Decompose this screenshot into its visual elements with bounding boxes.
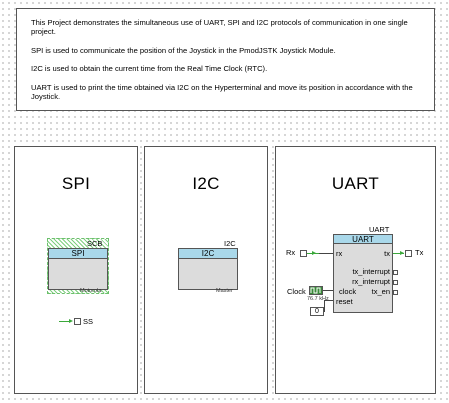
- rx-pin-icon[interactable]: [300, 250, 307, 257]
- uart-panel-title: UART: [331, 174, 380, 193]
- rx-arrow-icon: [312, 251, 316, 255]
- project-description-note[interactable]: This Project demonstrates the simultaneo…: [16, 8, 435, 111]
- clock-source-icon[interactable]: [309, 286, 323, 295]
- reset-wire-horizontal: [324, 300, 333, 301]
- ss-arrow-icon: [69, 319, 73, 323]
- description-line-2: SPI is used to communicate the position …: [31, 45, 336, 55]
- uart-component-body: [333, 243, 393, 313]
- i2c-mode-label: Master: [216, 288, 233, 294]
- ss-pin-icon: [74, 318, 81, 325]
- spi-component-body: [48, 258, 108, 290]
- uart-port-tx: tx: [384, 249, 390, 258]
- description-line-3: I2C is used to obtain the current time f…: [31, 64, 268, 74]
- i2c-panel[interactable]: I2C I2C I2C Master: [144, 146, 268, 394]
- rx-wire: [319, 253, 333, 254]
- ss-pin-label: SS: [83, 317, 94, 326]
- ss-wire: [59, 321, 69, 322]
- clock-wire: [323, 290, 333, 291]
- clock-frequency-label: 76.7 kHz: [307, 296, 329, 302]
- uart-component[interactable]: UART rx tx tx_interrupt rx_interrupt clo…: [333, 234, 393, 313]
- scb-instance-label: SCB: [87, 239, 103, 248]
- clock-source-label: Clock: [287, 287, 306, 296]
- tx-pin-label: Tx: [415, 248, 424, 257]
- i2c-component[interactable]: I2C: [178, 248, 238, 292]
- spi-panel-title: SPI: [61, 174, 91, 193]
- spi-mode-label: Motorola: [80, 288, 102, 294]
- i2c-component-body: [178, 258, 238, 290]
- tx-interrupt-port-icon[interactable]: [393, 270, 398, 275]
- reset-wire-vertical: [324, 300, 325, 312]
- uart-port-rx: rx: [336, 249, 343, 258]
- rx-pin-label: Rx: [286, 248, 296, 257]
- description-line-4: UART is used to print the time obtained …: [31, 82, 413, 102]
- i2c-instance-label: I2C: [224, 239, 236, 248]
- tx-pin-icon[interactable]: [405, 250, 412, 257]
- tx-en-port-icon[interactable]: [393, 290, 398, 295]
- uart-port-rx-interrupt: rx_interrupt: [352, 277, 390, 286]
- uart-port-clock: clock: [339, 287, 357, 296]
- tx-wire-green: [393, 253, 404, 254]
- spi-component[interactable]: SPI: [48, 248, 108, 292]
- uart-panel[interactable]: UART UART UART rx tx tx_interrupt rx_int…: [275, 146, 436, 394]
- ss-pin[interactable]: SS: [59, 317, 109, 327]
- uart-port-reset: reset: [336, 297, 353, 306]
- reset-constant-value: 0: [315, 308, 319, 315]
- description-line-1: This Project demonstrates the simultaneo…: [31, 18, 408, 37]
- rx-interrupt-port-icon[interactable]: [393, 280, 398, 285]
- i2c-panel-title: I2C: [192, 174, 220, 193]
- spi-panel[interactable]: SPI SCB SPI Motorola SS: [14, 146, 138, 394]
- tx-arrow-icon: [400, 251, 404, 255]
- uart-port-tx-en: tx_en: [371, 287, 390, 296]
- reset-constant[interactable]: 0: [310, 307, 324, 316]
- uart-port-tx-interrupt: tx_interrupt: [352, 267, 390, 276]
- uart-instance-label: UART: [369, 225, 390, 234]
